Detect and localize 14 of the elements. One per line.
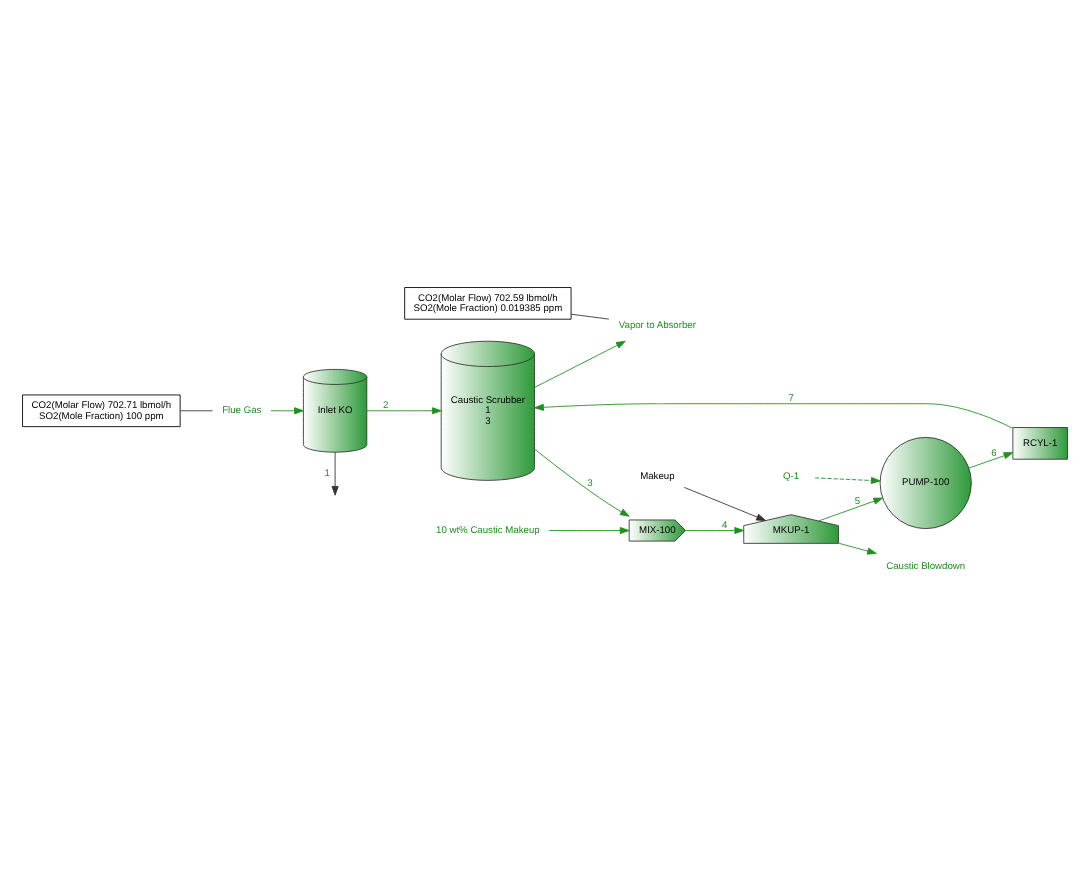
connector <box>180 410 213 412</box>
arrow <box>548 527 630 535</box>
arrow <box>685 527 745 535</box>
arrow <box>366 407 442 415</box>
arrow <box>270 407 304 415</box>
arrow <box>818 497 884 522</box>
arrow <box>534 403 1014 429</box>
arrow <box>534 340 626 388</box>
connector <box>570 313 610 320</box>
arrow <box>814 477 881 484</box>
arrow <box>683 487 766 521</box>
arrow <box>534 448 630 517</box>
arrow <box>968 452 1014 469</box>
arrow <box>838 542 877 555</box>
